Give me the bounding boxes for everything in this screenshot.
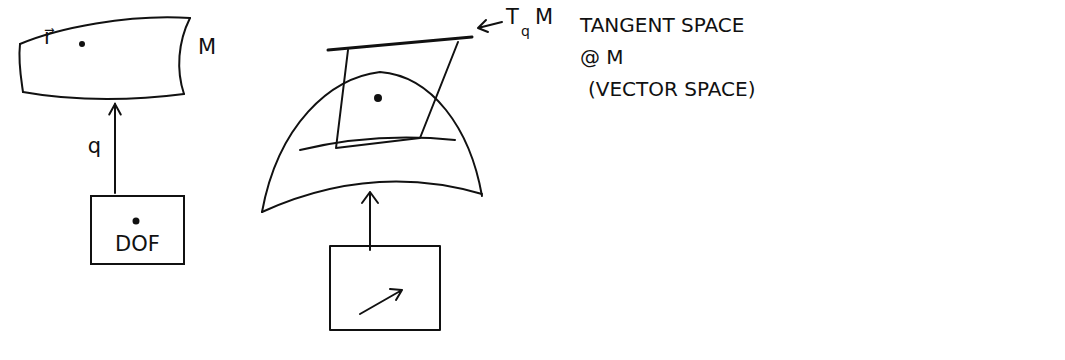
subscript-q: q	[521, 24, 530, 39]
vector-arrow	[360, 289, 402, 314]
pointer-arrow	[478, 20, 502, 32]
tangent-space-symbol: M	[535, 6, 553, 29]
note-text: TANGENT SPACE	[580, 14, 744, 36]
map-label: q	[88, 135, 101, 158]
up-arrow	[362, 192, 378, 250]
velocity-dot	[134, 219, 139, 224]
curved-surface	[262, 72, 482, 212]
surface-curve	[262, 182, 482, 212]
tangent-plane-edge	[328, 37, 472, 50]
note-text: @ M	[580, 46, 624, 68]
tangent-space-symbol: T	[506, 6, 519, 29]
tangent-point	[375, 95, 381, 101]
mapping-arrow	[109, 104, 121, 193]
vector-box	[330, 246, 440, 330]
manifold-label: M	[198, 36, 216, 59]
position-vector: r⃗	[44, 26, 53, 49]
note-text: (VECTOR SPACE)	[588, 78, 756, 100]
dof-box: DOF	[90, 195, 185, 265]
manifold-surface: r⃗M	[18, 12, 193, 102]
tangent-plane	[336, 42, 458, 148]
dof-label: DOF	[115, 233, 160, 256]
